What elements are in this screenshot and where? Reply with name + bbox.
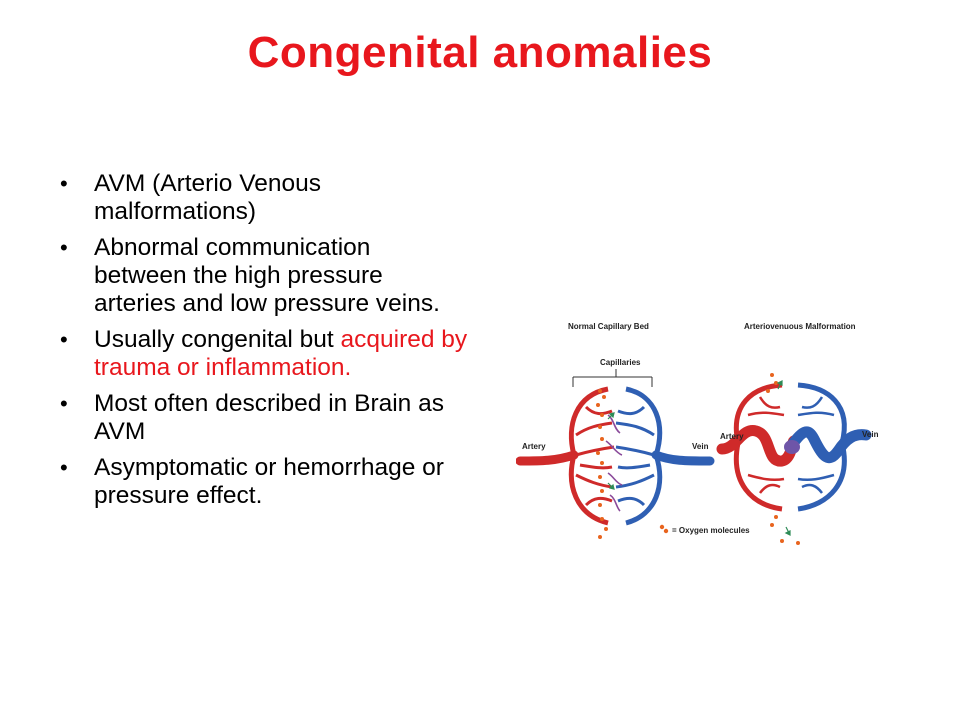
bullet-item: • Abnormal communication between the hig… xyxy=(58,234,468,318)
bullet-dot-icon: • xyxy=(60,235,68,260)
bullet-text-accent: acquired by trauma or inflammation. xyxy=(94,326,468,381)
bullet-item: • Most often described in Brain as AVM xyxy=(58,390,468,446)
capillary-diagram-svg: Normal Capillary Bed Arteriovenuous Malf… xyxy=(516,322,879,545)
normal-capillary-bed: Artery Vein xyxy=(516,386,715,539)
bullet-text: Abnormal communication between the high … xyxy=(94,234,440,317)
bullet-text: Asymptomatic or hemorrhage or pressure e… xyxy=(94,454,444,509)
avm-oxygen-molecule-dots xyxy=(766,373,800,545)
oxygen-legend-text: = Oxygen molecules xyxy=(672,526,750,535)
bullet-item: • Asymptomatic or hemorrhage or pressure… xyxy=(58,454,468,510)
bullet-item: • Usually congenital but acquired by tra… xyxy=(58,326,468,382)
bullet-item: • AVM (Arterio Venous malformations) xyxy=(58,170,468,226)
right-artery-label: Artery xyxy=(720,432,744,441)
oxygen-legend: = Oxygen molecules xyxy=(659,524,750,535)
bullet-dot-icon: • xyxy=(60,455,68,480)
bullet-dot-icon: • xyxy=(60,391,68,416)
left-diagram-title: Normal Capillary Bed xyxy=(568,322,649,331)
capillary-diagram: Normal Capillary Bed Arteriovenuous Malf… xyxy=(516,315,888,555)
left-vein-label: Vein xyxy=(692,442,709,451)
bullet-dot-icon: • xyxy=(60,327,68,352)
slide-title: Congenital anomalies xyxy=(247,28,713,77)
right-vein-label: Vein xyxy=(862,430,879,439)
capillaries-label: Capillaries xyxy=(600,358,641,367)
avm-diagram: Artery Vein xyxy=(716,373,879,545)
bullet-list: • AVM (Arterio Venous malformations) • A… xyxy=(58,170,468,518)
bullet-dot-icon: • xyxy=(60,171,68,196)
oxygen-molecule-icon xyxy=(659,524,665,530)
capillaries-bracket xyxy=(572,369,653,387)
bullet-text: AVM (Arterio Venous malformations) xyxy=(94,170,321,225)
right-diagram-title: Arteriovenuous Malformation xyxy=(744,322,856,331)
bullet-text: Usually congenital but xyxy=(94,326,341,353)
bullet-text: Most often described in Brain as AVM xyxy=(94,390,444,445)
left-artery-label: Artery xyxy=(522,442,546,451)
oxygen-molecule-dots xyxy=(596,389,608,539)
